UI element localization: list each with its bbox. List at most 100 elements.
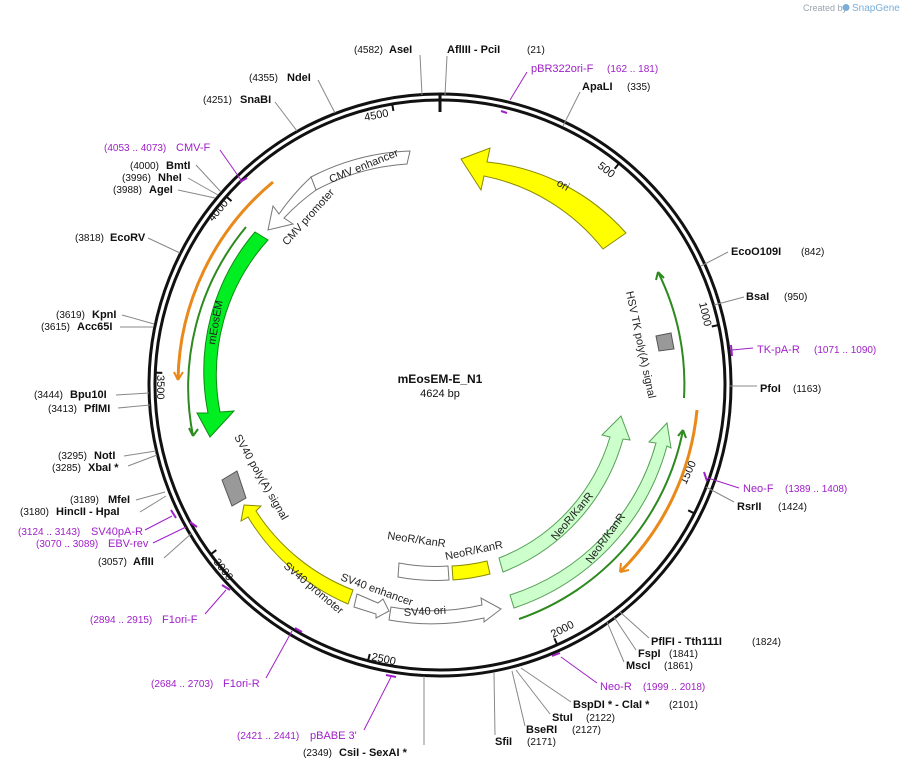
enzyme-aseI-name: AseI [389, 44, 412, 56]
enzyme-bspDI-leader [520, 667, 572, 703]
enzyme-ndeI[interactable]: (4355) NdeI [249, 72, 336, 114]
enzyme-nheI-name: NheI [158, 172, 182, 184]
primer-neo-r[interactable]: Neo-R (1999 .. 2018) [551, 652, 705, 693]
feature-sv40-ori-arrow[interactable] [451, 560, 491, 581]
meosem-orf-line [187, 226, 247, 437]
enzyme-ecoRV[interactable]: (3818) EcoRV [75, 232, 181, 254]
primer-cmv-f[interactable]: (4053 .. 4073) CMV-F [104, 142, 248, 183]
tick-mark-2500 [366, 653, 371, 662]
primer-ebv-rev-leader [152, 526, 187, 544]
feature-neor-kanr-outer-label: NeoR/KanR [584, 511, 628, 566]
enzyme-fspI[interactable]: FspI (1841) [613, 616, 698, 660]
primer-f1ori-r-name: F1ori-R [223, 678, 260, 690]
enzyme-apaLI-leader [562, 91, 581, 127]
feature-meosem-arrow[interactable] [196, 231, 269, 438]
feature-sv40-promoter-arrow[interactable] [388, 597, 502, 625]
primer-f1ori-f-leader [204, 589, 227, 615]
enzyme-ecoO109I[interactable]: EcoO109I (842) [700, 246, 824, 267]
enzyme-mscI-leader [606, 621, 625, 663]
enzyme-bmtI[interactable]: (4000) BmtI [130, 160, 222, 193]
enzyme-pfoI[interactable]: PfoI (1163) [729, 383, 821, 395]
enzyme-kpnI-name: KpnI [92, 309, 116, 321]
primer-tk-pa-r-leader [731, 347, 754, 351]
primer-pbr322ori-f[interactable]: pBR322ori-F (162 .. 181) [500, 63, 658, 114]
enzyme-snaBI-leader [274, 101, 298, 132]
enzyme-kpnI[interactable]: (3619) KpnI [56, 309, 155, 325]
primer-ebv-rev[interactable]: (3070 .. 3089) EBV-rev [36, 521, 198, 550]
enzyme-mscI[interactable]: MscI (1861) [606, 621, 693, 672]
scale-ticks [154, 102, 720, 662]
enzyme-acc65I[interactable]: (3615) Acc65I [41, 321, 153, 333]
feature-sv40-polya-box[interactable] [221, 470, 247, 507]
feature-ori-arrow[interactable] [460, 147, 627, 250]
enzyme-mfeI-pos: (3189) [70, 495, 99, 506]
feature-neor-kanr-outer-arrow[interactable] [509, 421, 672, 609]
enzyme-bmtI-pos: (4000) [130, 161, 159, 172]
enzyme-aflII[interactable]: (3057) AflII [98, 532, 193, 568]
enzyme-nheI[interactable]: (3996) NheI [122, 172, 219, 196]
primer-f1ori-r[interactable]: (2684 .. 2703) F1ori-R [151, 627, 303, 690]
primer-pbabe3-name: pBABE 3' [310, 730, 357, 742]
enzyme-bpu10I-name: Bpu10I [70, 389, 107, 401]
enzyme-bspDI-claI[interactable]: BspDI * - ClaI * (2101) [520, 667, 698, 711]
enzyme-rsrII-pos: (1424) [778, 502, 807, 513]
primer-sv40pa-r[interactable]: (3124 .. 3143) SV40pA-R [18, 509, 177, 538]
enzyme-pflFI-tth111I[interactable]: PflFI - Tth111I (1824) [619, 611, 781, 648]
enzyme-notI-pos: (3295) [58, 451, 87, 462]
enzyme-bsaI-name: BsaI [746, 291, 769, 303]
tk-orf-line [657, 271, 686, 399]
primer-sv40pa-r-name: SV40pA-R [91, 526, 143, 538]
enzyme-bspDI-pos: (2101) [669, 700, 698, 711]
enzyme-notI-leader [123, 450, 157, 457]
enzyme-apaLI[interactable]: ApaLI (335) [562, 81, 650, 127]
enzyme-pflMI[interactable]: (3413) PflMI [48, 403, 151, 415]
enzyme-hincII-hpaI[interactable]: (3180) HincII - HpaI [20, 495, 167, 518]
feature-hsv-tk-polya-box[interactable] [655, 332, 675, 352]
enzyme-notI[interactable]: (3295) NotI [58, 450, 157, 462]
enzyme-mfeI-name: MfeI [108, 494, 130, 506]
enzyme-pflMI-pos: (3413) [48, 404, 77, 415]
neor-orange-arc [618, 409, 699, 574]
feature-ampr-promoter-arrow[interactable] [353, 593, 390, 619]
tick-label-3500: 3500 [154, 375, 166, 399]
enzyme-sfiI[interactable]: SfiI (2171) [493, 672, 556, 748]
enzyme-rsrII-leader [705, 486, 735, 503]
enzyme-aseI[interactable]: (4582) AseI [354, 44, 423, 96]
primer-sv40pa-r-range: (3124 .. 3143) [18, 527, 80, 538]
map-size: 4624 bp [420, 388, 460, 400]
enzyme-xbaI-name: XbaI * [88, 462, 119, 474]
primer-cmv-f-name: CMV-F [176, 142, 211, 154]
enzyme-stuI-name: StuI [552, 712, 573, 724]
primer-neo-f[interactable]: Neo-F (1389 .. 1408) [703, 471, 847, 495]
enzyme-apaLI-name: ApaLI [582, 81, 613, 93]
primer-pbr322ori-f-name: pBR322ori-F [531, 63, 594, 75]
enzyme-snaBI[interactable]: (4251) SnaBI [203, 94, 298, 132]
cmv-orange-arc [176, 180, 274, 381]
feature-sv40-enhancer-arrow[interactable] [397, 562, 450, 581]
primer-pbabe3[interactable]: (2421 .. 2441) pBABE 3' [237, 674, 397, 742]
enzyme-xbaI[interactable]: (3285) XbaI * [52, 454, 158, 474]
enzyme-kpnI-pos: (3619) [56, 310, 85, 321]
primer-neo-r-leader [560, 656, 598, 684]
primer-tk-pa-r[interactable]: TK-pA-R (1071 .. 1090) [730, 344, 876, 357]
tk-orf-arrow-head [655, 271, 665, 281]
primer-cmv-f-leader [219, 149, 242, 181]
enzyme-aflIII-pciI[interactable]: AflIII - PciI (21) [444, 44, 545, 96]
enzyme-ageI[interactable]: (3988) AgeI [113, 184, 216, 199]
enzyme-stuI[interactable]: StuI (2122) [515, 669, 615, 724]
enzyme-csiI-sexAI[interactable]: (2349) CsiI - SexAI * [303, 676, 425, 759]
tick-mark-4000 [224, 195, 233, 202]
primer-f1ori-f[interactable]: (2894 .. 2915) F1ori-F [90, 584, 231, 626]
enzyme-sfiI-name: SfiI [495, 736, 512, 748]
enzyme-bseRI[interactable]: BseRI (2127) [511, 670, 601, 736]
feature-neor-kanr-inner-arrow[interactable] [498, 415, 631, 573]
feature-f1-ori-arrow[interactable] [240, 504, 354, 605]
enzyme-rsrII[interactable]: RsrII (1424) [705, 486, 807, 513]
enzyme-mfeI[interactable]: (3189) MfeI [70, 491, 166, 506]
enzyme-bpu10I[interactable]: (3444) Bpu10I [34, 389, 150, 401]
enzyme-hincII-leader [139, 495, 167, 513]
enzyme-fspI-name: FspI [638, 648, 661, 660]
enzyme-bsaI[interactable]: BsaI (950) [713, 291, 807, 306]
feature-cmv-promoter-arrow[interactable] [267, 176, 317, 231]
